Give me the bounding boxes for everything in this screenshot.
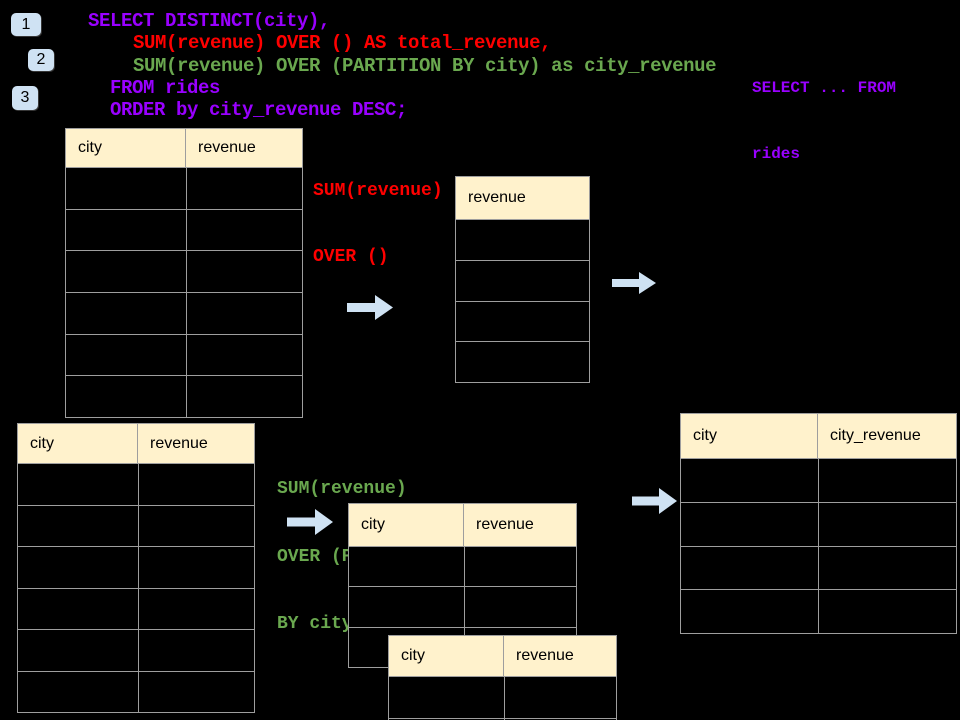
table-row [66,334,302,377]
table-row [18,547,254,589]
table-row [18,464,254,506]
sql-line-city-revenue: SUM(revenue) OVER (PARTITION BY city) as… [133,55,717,77]
table-row [18,671,254,713]
table-row [66,209,302,252]
table-rides-top: city revenue [65,128,303,418]
sql-line-total-revenue: SUM(revenue) OVER () AS total_revenue, [133,32,552,54]
table-row [18,505,254,547]
column-header-revenue: revenue [150,434,208,452]
table-row [66,293,302,335]
step-badge-3: 3 [12,86,38,110]
table-header-row: city revenue [389,636,616,677]
partition-line1: SUM(revenue) [277,479,407,499]
table-row [456,302,589,343]
table-row [681,546,956,591]
column-header-city: city [18,424,138,463]
sum-over-line2: OVER () [313,247,389,267]
from-rides-note: SELECT ... FROM rides [752,33,896,209]
table-rides-bottom: city revenue [17,423,255,713]
step-badge-2: 2 [28,49,54,71]
table-row [18,588,254,630]
column-header-revenue: revenue [516,647,574,664]
table-row [456,220,589,261]
table-header-row: city revenue [66,129,302,168]
table-row [456,261,589,302]
table-row [349,547,576,588]
table-row [456,342,589,382]
table-row [681,502,956,547]
table-row [349,587,576,628]
column-header-city: city [349,504,464,546]
column-header-revenue: revenue [468,189,526,206]
column-header-city-revenue: city_revenue [830,427,921,444]
column-header-city: city [66,129,186,167]
table-header-row: city revenue [18,424,254,464]
table-partition-front: city revenue [388,635,617,720]
sql-line-select: SELECT DISTINCT(city), [88,10,331,32]
sql-line-order-by: ORDER by city_revenue DESC; [110,99,408,121]
table-row [681,590,956,633]
column-header-city: city [389,636,504,676]
arrow-right-icon [287,509,333,535]
table-header-row: city city_revenue [681,414,956,459]
table-row [66,168,302,210]
table-header-row: revenue [456,177,589,220]
arrow-right-icon [632,488,677,514]
table-row [66,376,302,417]
table-row [389,677,616,719]
arrow-right-icon [347,295,393,320]
sql-line-from: FROM rides [110,77,221,99]
table-body [18,464,254,712]
table-row [66,251,302,294]
table-body [681,459,956,633]
table-total-revenue: revenue [455,176,590,383]
from-note-line2: rides [752,145,801,163]
sum-over-line1: SUM(revenue) [313,181,443,201]
step-badge-1: 1 [11,13,41,36]
column-header-revenue: revenue [476,516,534,533]
from-note-line1: SELECT ... FROM [752,79,897,97]
table-row [18,630,254,672]
table-city-revenue-result: city city_revenue [680,413,957,634]
sum-over-annotation: SUM(revenue) OVER () [313,136,443,312]
table-body [66,168,302,417]
arrow-right-icon [612,272,656,294]
column-header-city: city [681,414,818,458]
table-body [389,677,616,720]
table-body [456,220,589,382]
column-header-revenue: revenue [198,139,256,156]
table-row [681,459,956,503]
table-header-row: city revenue [349,504,576,547]
